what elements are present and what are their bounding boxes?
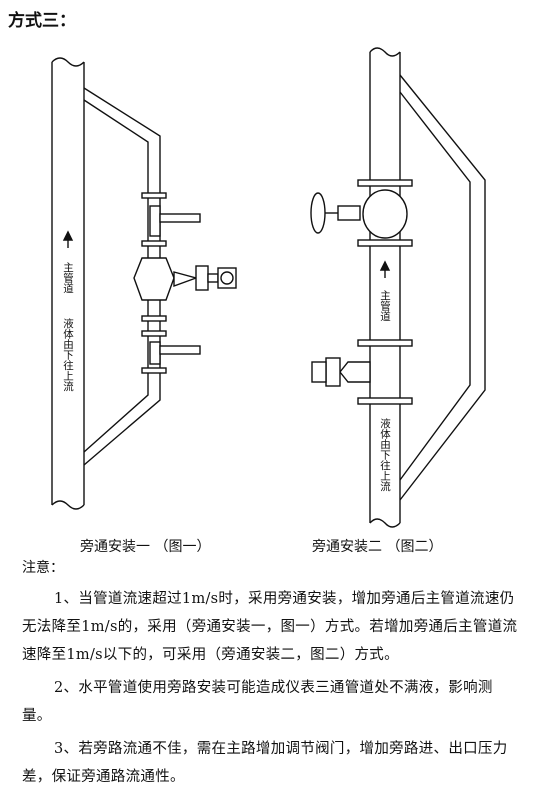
notes-list: 1、当管道流速超过1m/s时，采用旁通安装，增加旁通后主管道流速仍无法降至1m/…	[22, 585, 522, 796]
fig2-bypass-pipe	[399, 74, 486, 501]
notice-title: 注意：	[22, 560, 64, 576]
fig2-main-pipe	[369, 47, 401, 528]
fig1-lower-valve	[141, 330, 201, 374]
fig1-main-pipe	[51, 57, 85, 510]
fig1-caption: 旁通安装一 （图一）	[80, 539, 211, 555]
fig2-meter-tee	[311, 339, 413, 405]
fig1-flow-arrow	[62, 230, 74, 248]
fig1-upper-flange	[141, 192, 201, 247]
installation-diagrams	[51, 47, 486, 528]
fig1-label-main-pipe: 主管道	[62, 262, 74, 294]
fig2-flow-arrow	[379, 260, 391, 278]
note-item: 1、当管道流速超过1m/s时，采用旁通安装，增加旁通后主管道流速仍无法降至1m/…	[22, 591, 518, 663]
fig2-gate-valve	[310, 179, 413, 247]
note-item: 2、水平管道使用旁路安装可能造成仪表三通管道处不满液，影响测量。	[22, 680, 493, 724]
fig1-label-flow: 液体由下往上流	[62, 318, 74, 392]
note-item: 3、若旁路流通不佳，需在主路增加调节阀门，增加旁路进、出口压力差，保证旁通路流通…	[22, 741, 508, 785]
fig2-caption: 旁通安装二 （图二）	[312, 539, 443, 555]
fig2-label-main-pipe: 主管道	[379, 290, 391, 322]
section-heading: 方式三：	[8, 11, 76, 31]
fig2-label-flow: 液体由下往上流	[379, 418, 391, 492]
fig1-tee-meter	[133, 257, 237, 322]
